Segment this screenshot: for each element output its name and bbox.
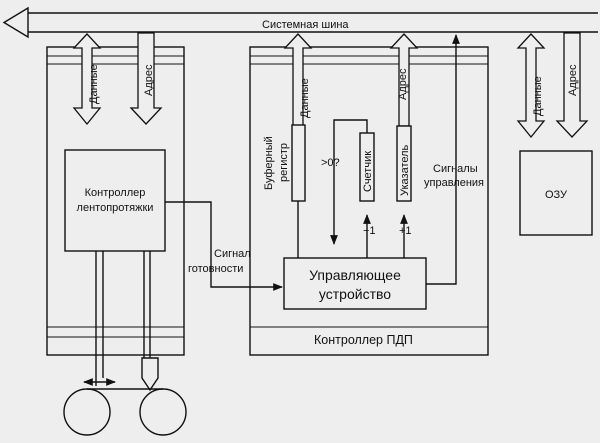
counter-label: Счетчик	[362, 151, 374, 192]
buffer-register-box	[291, 124, 306, 202]
tape-reel-right	[139, 388, 187, 436]
pointer-box	[396, 125, 412, 202]
control-unit-label-2: устройство	[319, 286, 391, 302]
ram-title: ОЗУ	[545, 189, 568, 201]
ram-address-bus-arrow	[555, 32, 589, 138]
tape-controller-title-2: лентопротяжки	[77, 202, 154, 214]
ram-data-label: Данные	[532, 76, 544, 116]
control-unit-box	[283, 257, 427, 310]
buffer-register-label-1: Буферный	[263, 136, 275, 190]
dma-controller-panel: Контроллер ПДП Данные Буферный регистр А…	[249, 33, 489, 356]
ram-data-bus-arrow	[516, 33, 546, 139]
tape-reel-left	[63, 388, 111, 436]
control-signals-label-1: Сигналы	[433, 163, 478, 175]
buffer-register-label-2: регистр	[278, 143, 290, 182]
tape-controller-box	[64, 149, 166, 252]
system-bus: Системная шина	[2, 6, 598, 39]
tape-controller-title-1: Контроллер	[85, 187, 146, 199]
ready-signal-label-1: Сигнал	[214, 248, 251, 260]
system-bus-label: Системная шина	[262, 19, 349, 31]
tape-data-bus-arrow	[72, 33, 102, 126]
ram-address-label: Адрес	[567, 64, 579, 96]
dma-address-label: Адрес	[397, 68, 409, 100]
tape-controller-panel: Данные Адрес Контроллер лентопротяжки	[46, 32, 187, 436]
control-signals-label-2: управления	[424, 177, 484, 189]
tape-data-label: Данные	[88, 64, 100, 104]
ready-signal-label-2: готовности	[188, 263, 243, 275]
zero-check-label: >0?	[321, 157, 340, 169]
pointer-label: Указатель	[399, 144, 411, 196]
dma-data-label: Данные	[299, 78, 311, 118]
ram-box	[519, 150, 593, 236]
tape-head	[141, 357, 159, 392]
tape-address-bus-arrow	[129, 32, 163, 125]
minus-one-label: −1	[363, 225, 376, 237]
control-unit-label-1: Управляющее	[309, 267, 401, 283]
tape-address-label: Адрес	[143, 64, 155, 96]
dma-controller-title: Контроллер ПДП	[314, 333, 413, 347]
ready-signal: Сигнал готовности	[165, 201, 283, 291]
plus-one-label: +1	[399, 225, 412, 237]
ram-panel: Данные Адрес ОЗУ	[516, 32, 593, 236]
